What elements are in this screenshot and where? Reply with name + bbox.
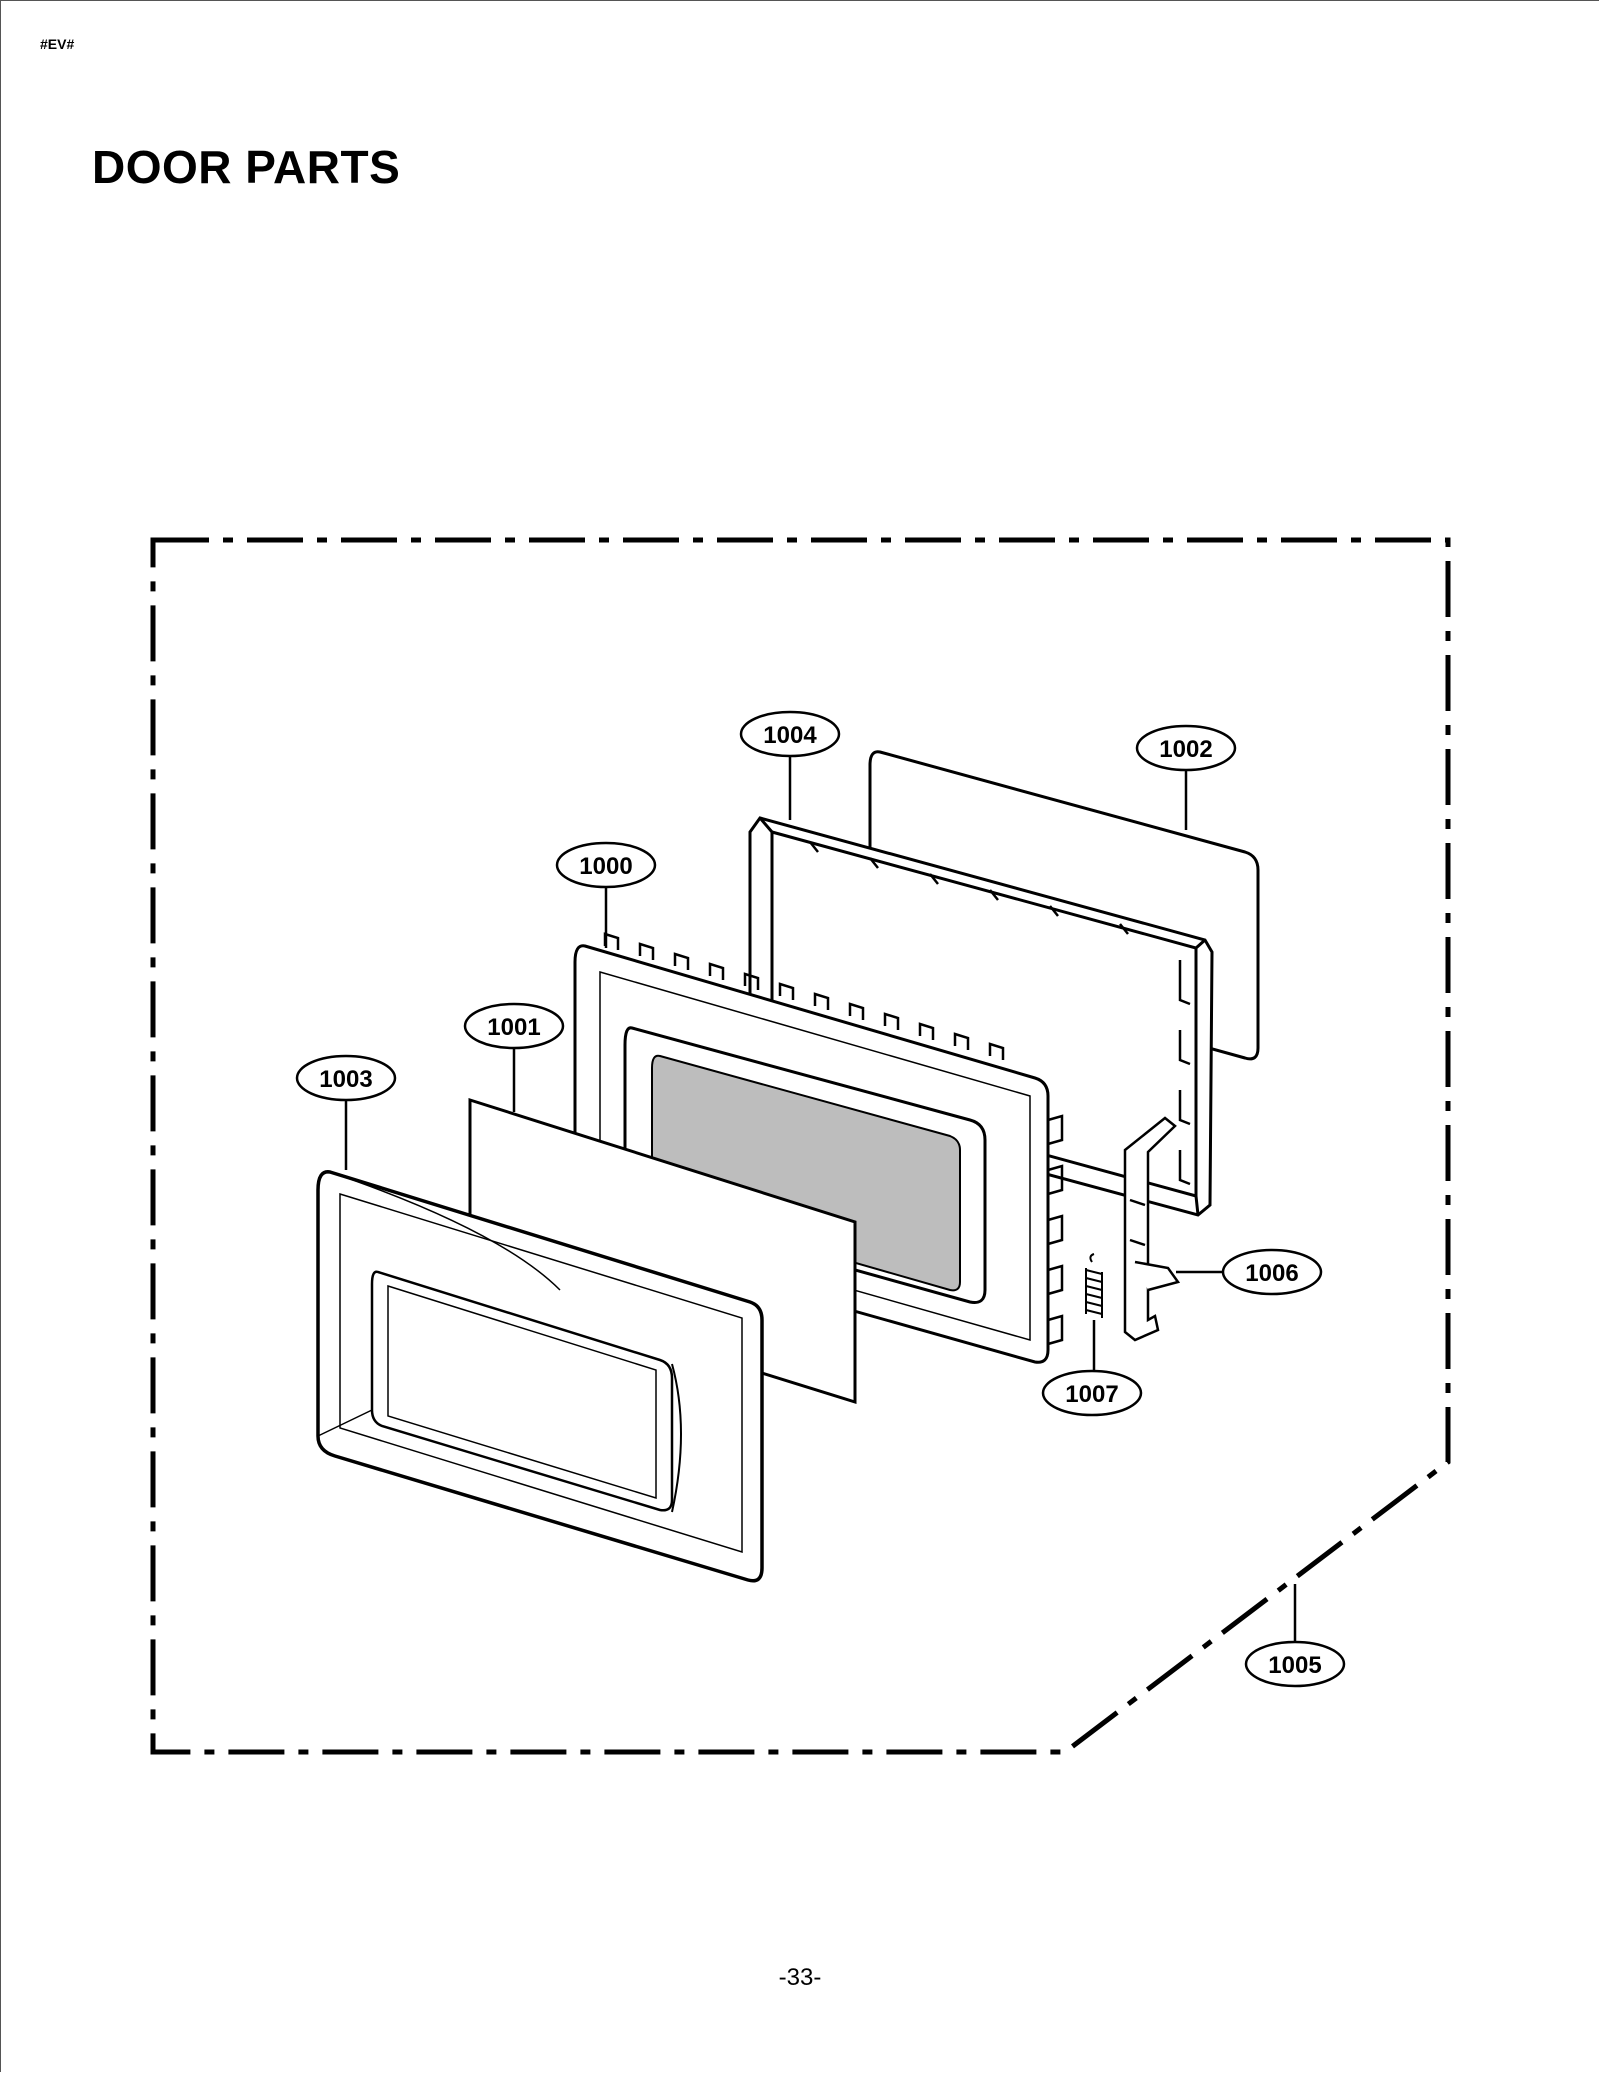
page-number: -33- bbox=[778, 1964, 822, 1991]
document-code: #EV# bbox=[40, 36, 75, 52]
svg-text:1004: 1004 bbox=[763, 722, 817, 749]
callout-1007: 1007 bbox=[1041, 1369, 1143, 1417]
svg-text:1002: 1002 bbox=[1159, 736, 1212, 763]
assembly-boundary bbox=[150, 537, 1451, 1755]
callout-1004: 1004 bbox=[739, 710, 841, 758]
spring-part bbox=[1085, 1253, 1103, 1318]
page-title: DOOR PARTS bbox=[92, 141, 401, 193]
front-cover-part bbox=[316, 1170, 764, 1583]
callout-1002: 1002 bbox=[1135, 724, 1237, 772]
svg-text:1006: 1006 bbox=[1245, 1260, 1298, 1287]
svg-text:1001: 1001 bbox=[487, 1014, 540, 1041]
svg-text:1005: 1005 bbox=[1268, 1652, 1321, 1679]
callout-1001: 1001 bbox=[463, 1002, 565, 1050]
latch-part bbox=[1123, 1116, 1181, 1342]
svg-text:1000: 1000 bbox=[579, 853, 632, 880]
callout-1005: 1005 bbox=[1244, 1640, 1346, 1688]
callout-1000: 1000 bbox=[555, 841, 657, 889]
callout-1006: 1006 bbox=[1221, 1248, 1323, 1296]
callout-1003: 1003 bbox=[295, 1054, 397, 1102]
svg-text:1007: 1007 bbox=[1065, 1381, 1118, 1408]
svg-text:1003: 1003 bbox=[319, 1066, 372, 1093]
